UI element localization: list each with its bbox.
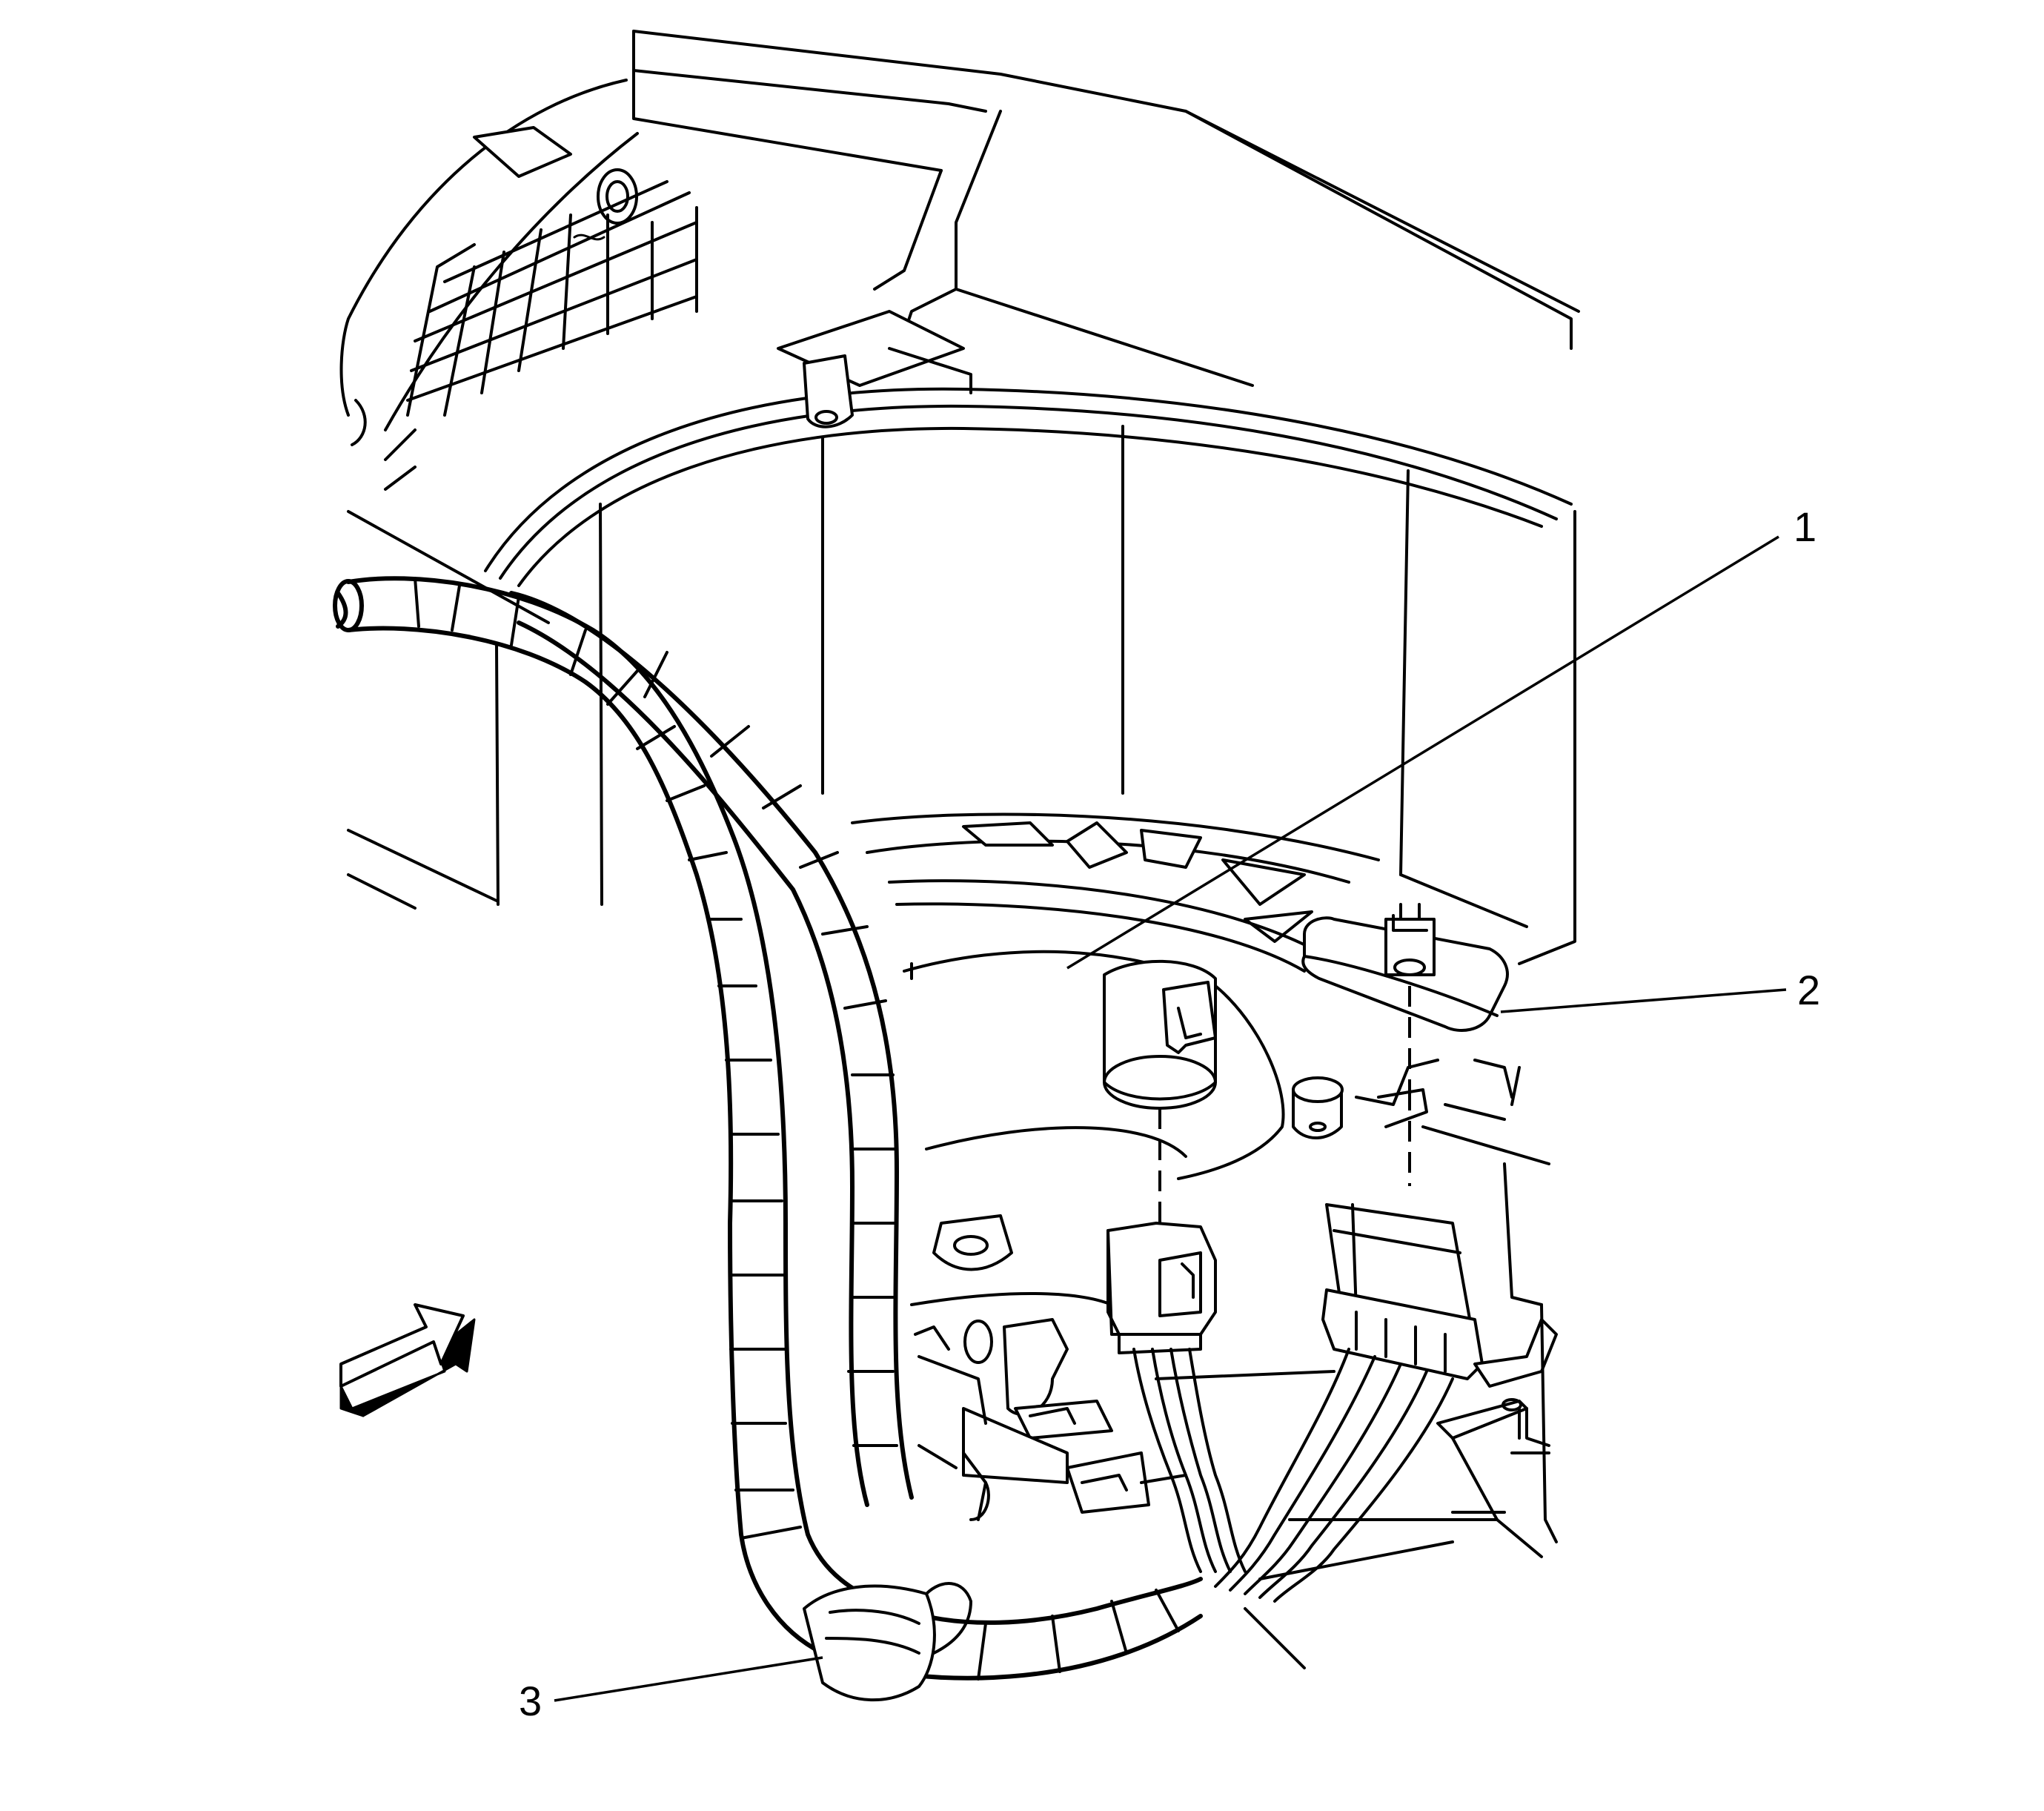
motor-hub xyxy=(932,1214,1013,1271)
leader-line-1 xyxy=(1066,535,1779,970)
lower-bracket xyxy=(914,1318,1187,1521)
blower-motor xyxy=(851,812,1380,1306)
wiring-harness xyxy=(333,576,1203,1702)
blower-housing-ring xyxy=(347,310,1576,965)
callout-3: 3 xyxy=(519,1678,542,1724)
leader-line-3 xyxy=(554,1656,823,1702)
leader-line-2 xyxy=(1500,988,1787,1013)
harness-connector-left xyxy=(1106,1222,1247,1573)
direction-arrow-icon xyxy=(339,1303,476,1417)
screw-boss xyxy=(1292,1059,1439,1139)
right-housing xyxy=(1155,1059,1558,1669)
mesh-grille xyxy=(384,180,698,491)
motor-connector-upper xyxy=(1103,959,1217,1110)
callout-2: 2 xyxy=(1797,967,1820,1013)
hvac-housing-top xyxy=(339,30,1580,446)
alignment-dashes xyxy=(1158,986,1411,1223)
arrow-shape-top xyxy=(473,126,572,178)
mount-boss xyxy=(803,354,854,428)
callout-1: 1 xyxy=(1794,503,1816,550)
harness-connector-right xyxy=(1214,1203,1484,1603)
resistor-connector xyxy=(1301,903,1509,1032)
